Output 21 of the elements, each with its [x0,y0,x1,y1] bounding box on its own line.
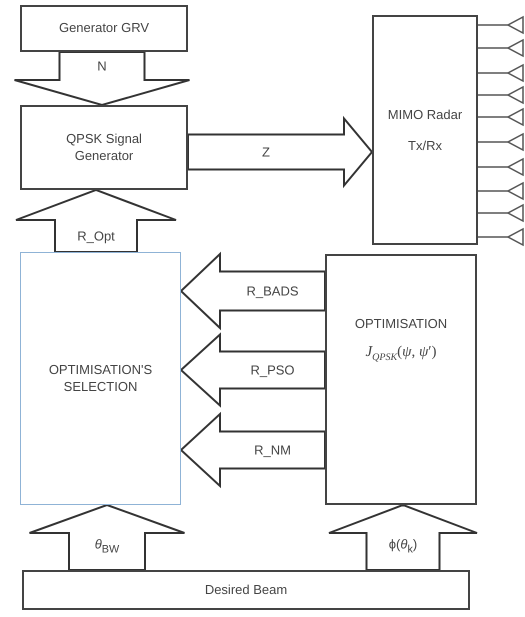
box-label: MIMO Radar Tx/Rx [386,106,464,155]
process-box [20,105,188,190]
block-arrow [14,51,190,106]
edge-label: θ$_{BW}$ [92,536,122,555]
box-label: QPSK Signal Generator [65,130,143,164]
edge-label: R_NM [252,442,293,458]
process-box [22,570,470,610]
block-arrow [187,116,374,188]
process-box [20,5,188,52]
process-box [325,254,477,505]
edge-label: Z [260,144,272,160]
process-box [372,15,478,245]
edge-label: ϕ(θ$_{k}$) [386,536,420,555]
edge-label: N [95,58,109,74]
box-label: Generator GRV [58,20,150,37]
box-label: OPTIMISATION'S SELECTION [48,362,154,396]
process-box [20,252,181,505]
box-label: Desired Beam [204,582,288,598]
edge-label: R_Opt [75,228,117,244]
box-label: OPTIMISATION [354,316,448,333]
formula-text: J$_{QPSK}$(ψ, ψ′) [365,342,437,364]
